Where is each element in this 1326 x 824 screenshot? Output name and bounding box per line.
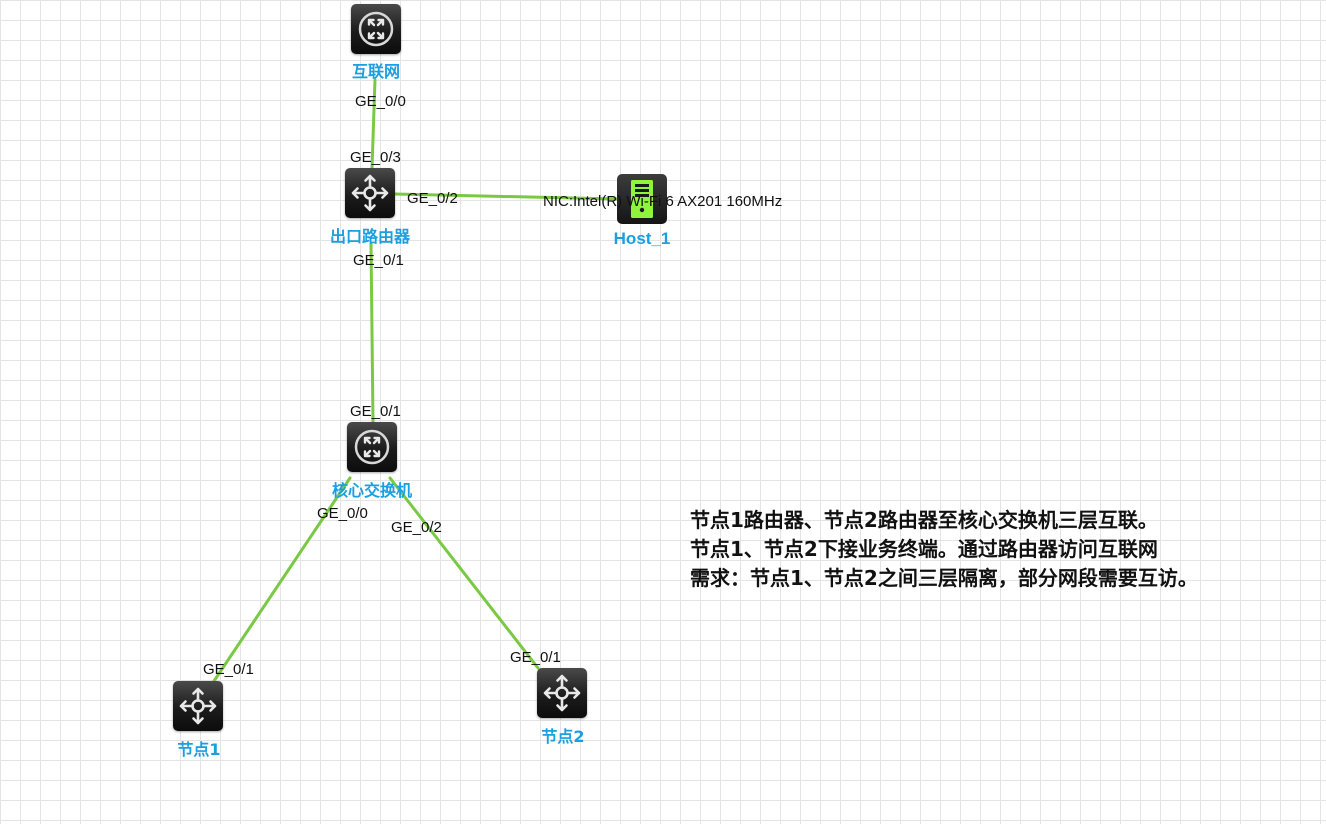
link-core-node2[interactable] [388,476,540,670]
note-line-3: 需求：节点1、节点2之间三层隔离，部分网段需要互访。 [690,566,1198,590]
router-icon [351,174,389,212]
link-internet-egress[interactable] [370,78,377,170]
egress-router-label: 出口路由器 [329,227,410,246]
core-switch-label: 核心交换机 [331,481,412,500]
internet-device[interactable] [351,4,401,54]
port-label-core-ge00: GE_0/0 [317,505,368,522]
host-1-label: Host_1 [613,229,671,248]
router-icon [179,687,217,725]
internet-label: 互联网 [351,62,400,81]
note-line-2: 节点1、节点2下接业务终端。通过路由器访问互联网 [690,537,1158,561]
port-label-core-ge02: GE_0/2 [391,519,442,536]
port-label-core-ge01: GE_0/1 [350,403,401,420]
note-line-1: 节点1路由器、节点2路由器至核心交换机三层互联。 [690,508,1158,532]
host-pc-icon [631,180,653,218]
port-label-host-nic: NIC:Intel(R) Wi-Fi 6 AX201 160MHz [543,193,783,210]
switch-icon [358,11,394,47]
switch-icon [354,429,390,465]
node-1-label: 节点1 [177,740,221,759]
router-icon [543,674,581,712]
core-switch-device[interactable] [347,422,397,472]
requirements-note: 节点1路由器、节点2路由器至核心交换机三层互联。 节点1、节点2下接业务终端。通… [690,506,1198,593]
host-1-device[interactable] [617,174,667,224]
link-core-node1[interactable] [210,476,352,686]
node-2-label: 节点2 [541,727,585,746]
port-label-egress-ge03: GE_0/3 [350,149,401,166]
port-label-egress-ge01: GE_0/1 [353,252,404,269]
port-label-internet-ge00: GE_0/0 [355,93,406,110]
link-egress-core[interactable] [369,242,375,424]
egress-router-device[interactable] [345,168,395,218]
port-label-node1-ge01: GE_0/1 [203,661,254,678]
port-label-egress-ge02: GE_0/2 [407,190,458,207]
link-egress-host[interactable] [393,192,619,201]
node-1-device[interactable] [173,681,223,731]
node-2-device[interactable] [537,668,587,718]
port-label-node2-ge01: GE_0/1 [510,649,561,666]
